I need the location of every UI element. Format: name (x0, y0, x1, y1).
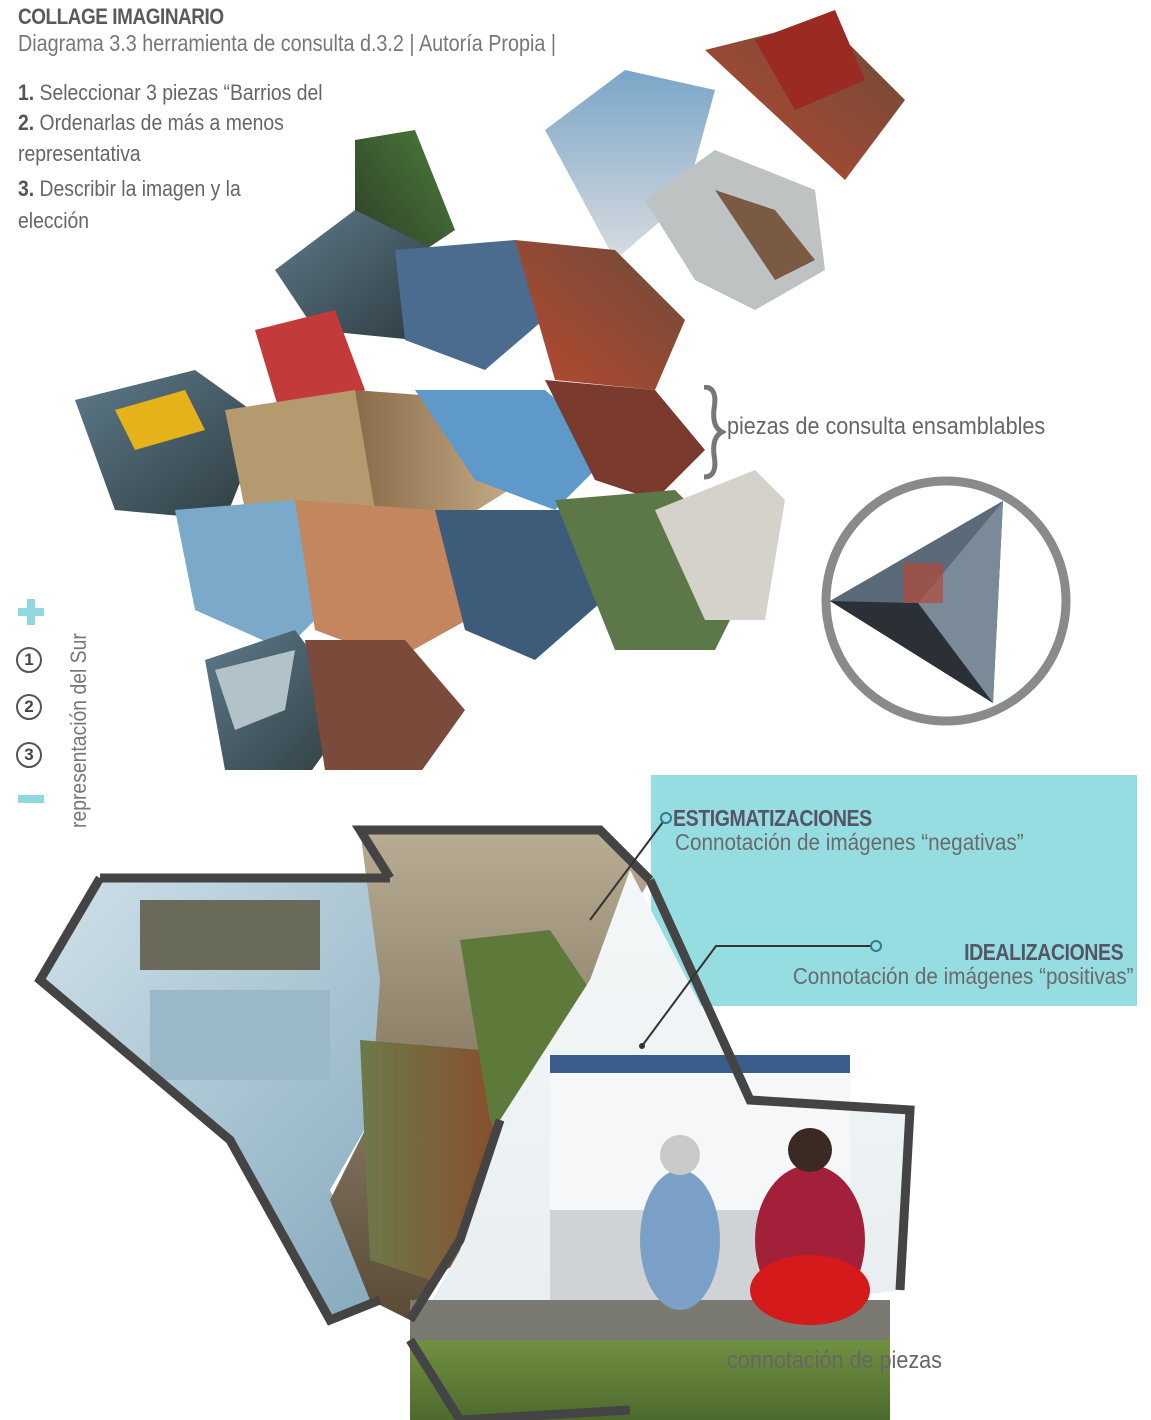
connotation-callout: ESTIGMATIZACIONES Connotación de imágene… (651, 775, 1137, 1006)
piece-top-right-3 (545, 70, 715, 260)
piece-top-4 (515, 240, 685, 390)
scale-item-1: 1 (16, 647, 42, 673)
pieces-label: piezas de consulta ensamblables (727, 413, 1046, 440)
piece-bottom-3 (215, 650, 295, 730)
step-2: 2. Ordenarlas de más a menos (18, 110, 284, 135)
photo-stigmatized-door (40, 878, 450, 1320)
piece-left-sign (75, 370, 265, 520)
piece-low-2 (295, 500, 485, 660)
piece-top-right-5 (715, 190, 815, 280)
negative-text: Connotación de imágenes “negativas” (675, 829, 1024, 855)
scale-item-2: 2 (16, 694, 42, 720)
page-title: COLLAGE IMAGINARIO (18, 4, 224, 29)
photo-green-sheet (460, 930, 590, 1140)
piece-sign-yellow (115, 390, 205, 450)
piece-low-3 (435, 510, 615, 660)
piece-top-3 (395, 240, 555, 370)
man-figure (640, 1170, 720, 1310)
collage-pieces (75, 10, 905, 770)
door-graffiti (150, 990, 330, 1080)
step-1: 1. Seleccionar 3 piezas “Barrios del (18, 80, 323, 105)
negative-heading: ESTIGMATIZACIONES (673, 805, 872, 831)
step-2-cont: representativa (18, 141, 141, 166)
step-3-cont: elección (18, 208, 90, 233)
connotation-photo-collage (34, 825, 915, 1420)
building-roof (550, 1055, 850, 1073)
minus-icon (18, 795, 44, 803)
callout-connectors (589, 812, 882, 1049)
scale-label: representación del Sur (66, 633, 91, 828)
door-window (140, 900, 320, 970)
plus-icon (18, 599, 44, 625)
piece-top-right-2 (755, 10, 865, 110)
connotation-label: connotación de piezas (727, 1347, 942, 1374)
assembled-piece-detail (821, 476, 1071, 726)
positive-heading: IDEALIZACIONES (963, 939, 1124, 965)
piece-top-2 (275, 210, 435, 340)
piece-bottom-2 (305, 640, 465, 770)
piece-low-right (655, 470, 785, 620)
positive-text: Connotación de imágenes “positivas” (792, 963, 1133, 989)
step-3: 3. Describir la imagen y la (18, 176, 241, 201)
brace-icon (703, 385, 726, 480)
page-subtitle: Diagrama 3.3 herramienta de consulta d.3… (18, 30, 557, 56)
scale-item-3: 3 (16, 742, 42, 768)
piece-mid-4 (545, 380, 705, 500)
